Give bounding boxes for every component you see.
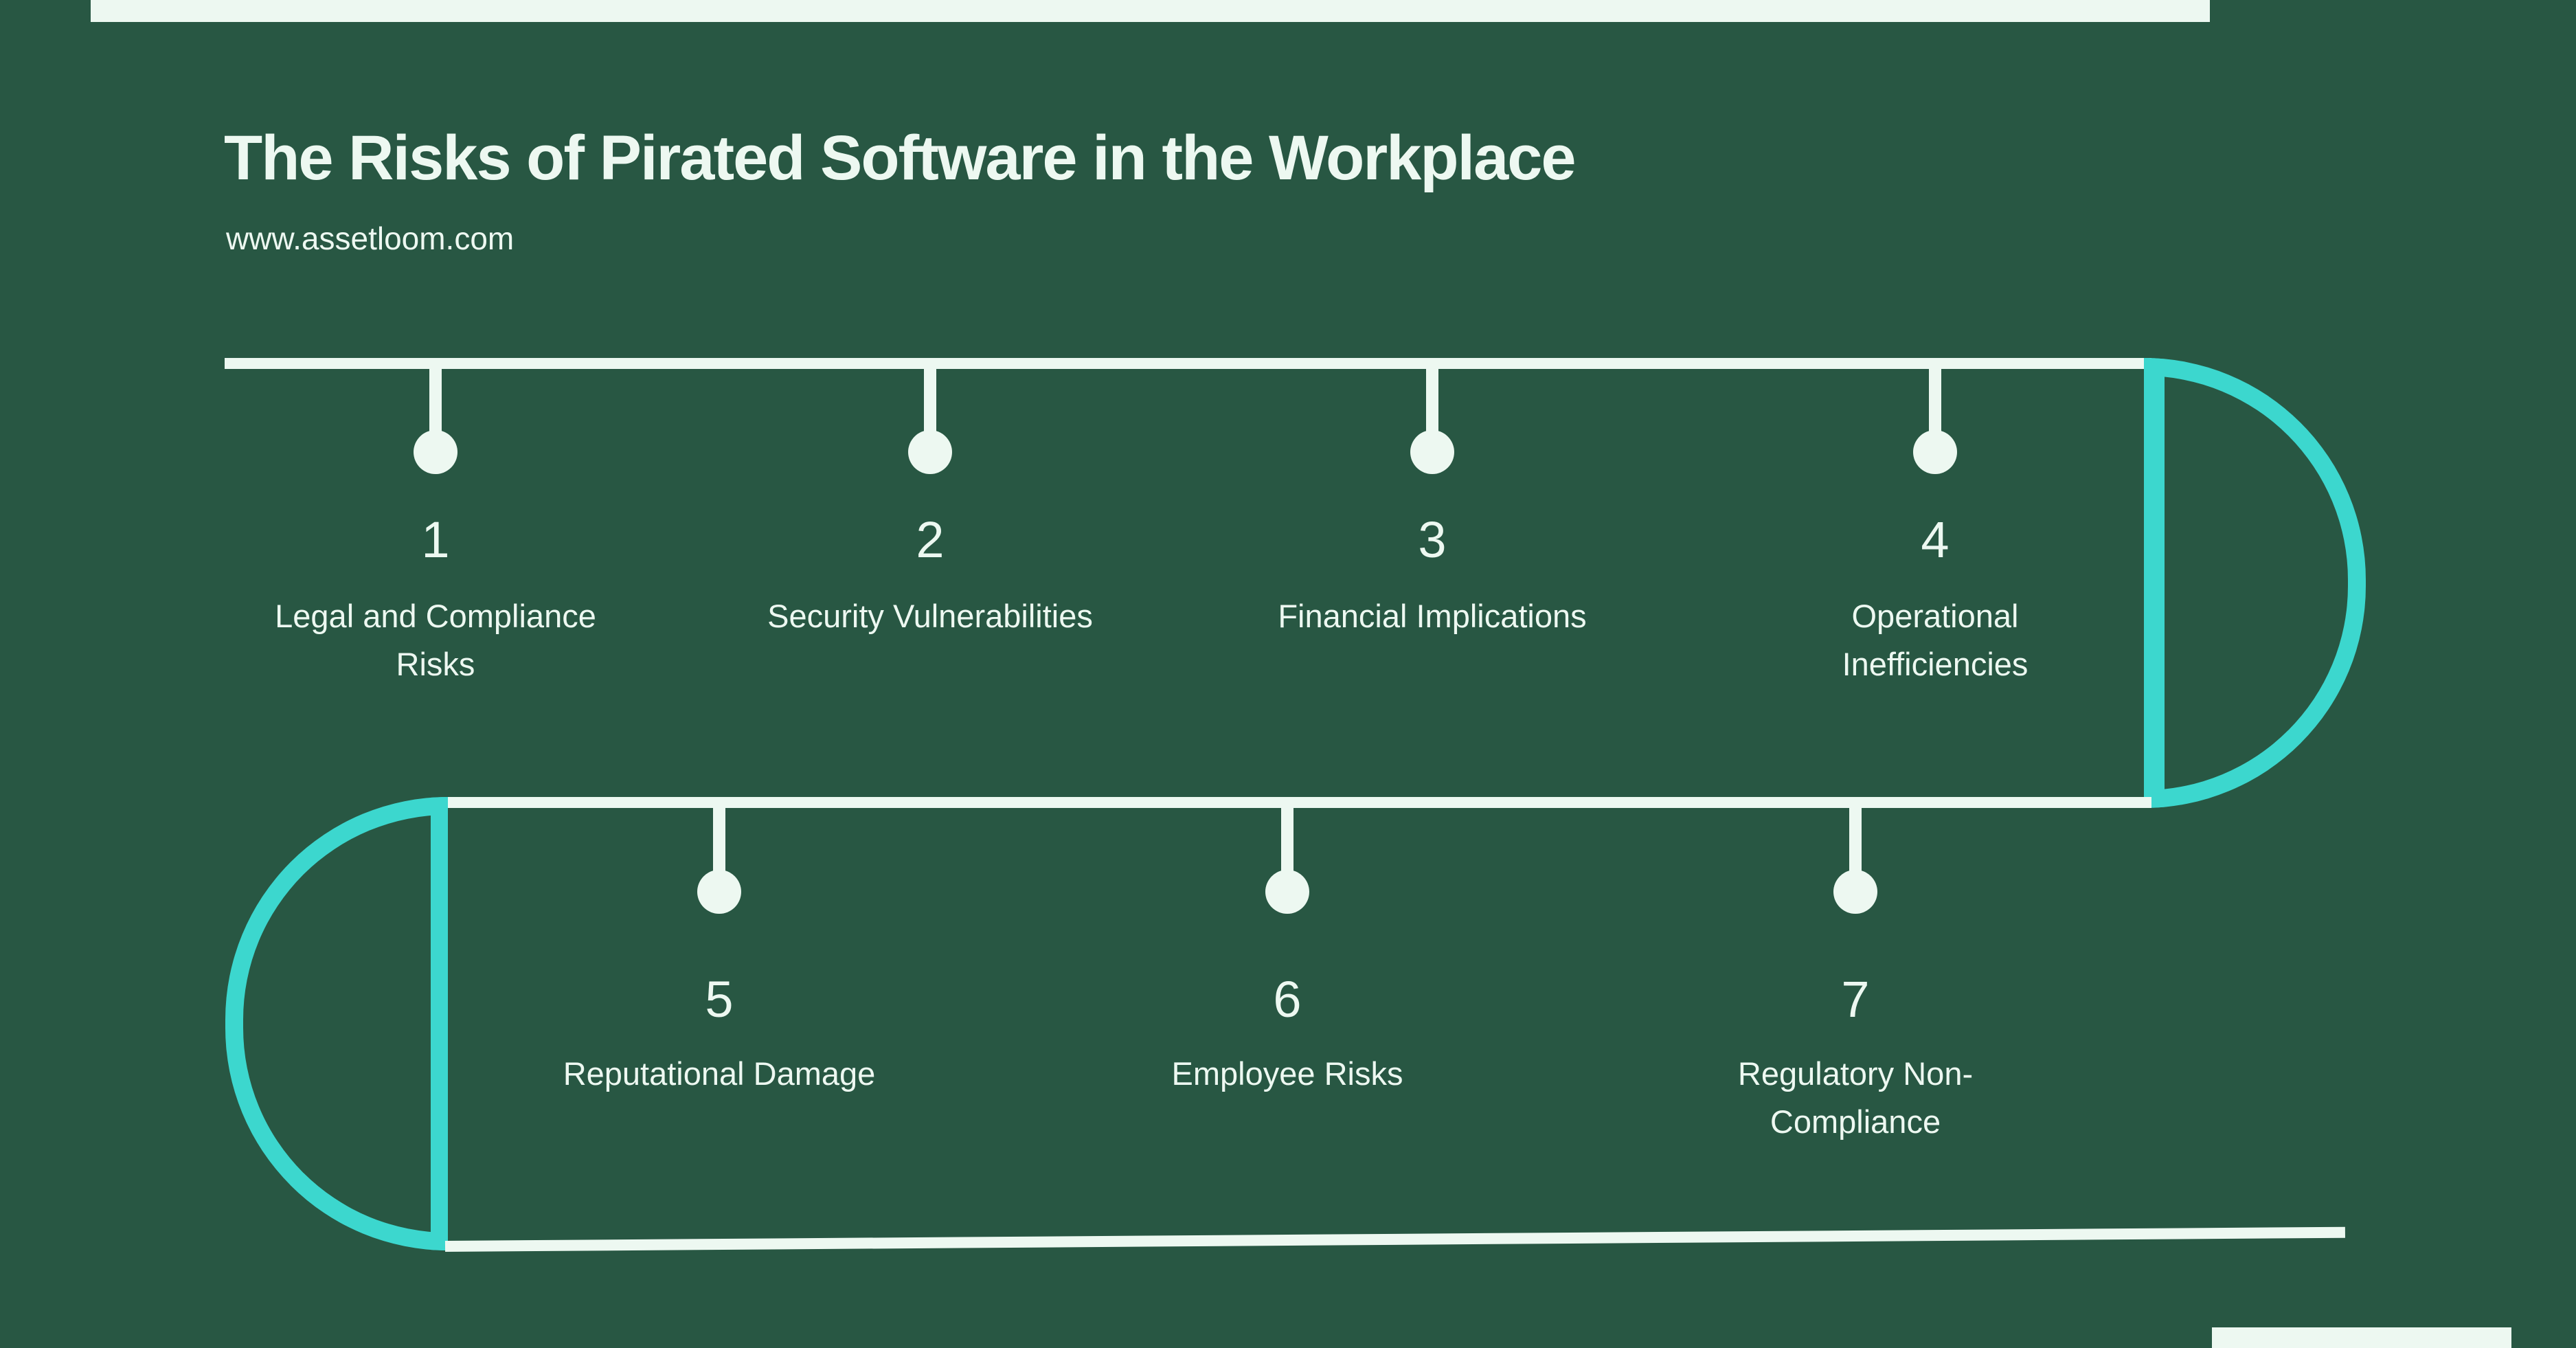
item-label: Regulatory Non-Compliance bbox=[1737, 1055, 1974, 1140]
timeline-dot bbox=[908, 430, 952, 474]
timeline-dot bbox=[1833, 870, 1877, 914]
timeline-dot bbox=[414, 430, 457, 474]
item-number: 3 bbox=[1418, 511, 1447, 568]
item-number: 2 bbox=[916, 511, 945, 568]
item-label: Legal and Compliance Risks bbox=[275, 598, 596, 682]
item-label: Employee Risks bbox=[1171, 1055, 1403, 1092]
timeline-dot bbox=[1913, 430, 1957, 474]
timeline-bottom-line bbox=[444, 1226, 2345, 1252]
item-label: Security Vulnerabilities bbox=[767, 598, 1093, 634]
website-url: www.assetloom.com bbox=[226, 221, 515, 256]
item-label: Operational Inefficiencies bbox=[1842, 598, 2029, 682]
item-number: 6 bbox=[1273, 971, 1302, 1028]
item-label: Financial Implications bbox=[1278, 598, 1587, 634]
item-number: 1 bbox=[421, 511, 450, 568]
top-accent-bar bbox=[91, 0, 2210, 22]
timeline-dot bbox=[697, 870, 741, 914]
timeline-dot bbox=[1265, 870, 1309, 914]
item-number: 5 bbox=[705, 971, 734, 1028]
timeline-curve-right bbox=[2144, 358, 2366, 808]
item-number: 4 bbox=[1921, 511, 1950, 568]
timeline-curve-left bbox=[225, 797, 448, 1250]
bottom-accent-bar bbox=[2212, 1327, 2511, 1348]
timeline-row2-line bbox=[447, 797, 2151, 808]
timeline-row1-line bbox=[225, 358, 2151, 369]
page-title: The Risks of Pirated Software in the Wor… bbox=[224, 123, 1577, 193]
timeline-dot bbox=[1410, 430, 1454, 474]
item-number: 7 bbox=[1841, 971, 1870, 1028]
item-label: Reputational Damage bbox=[563, 1055, 876, 1092]
